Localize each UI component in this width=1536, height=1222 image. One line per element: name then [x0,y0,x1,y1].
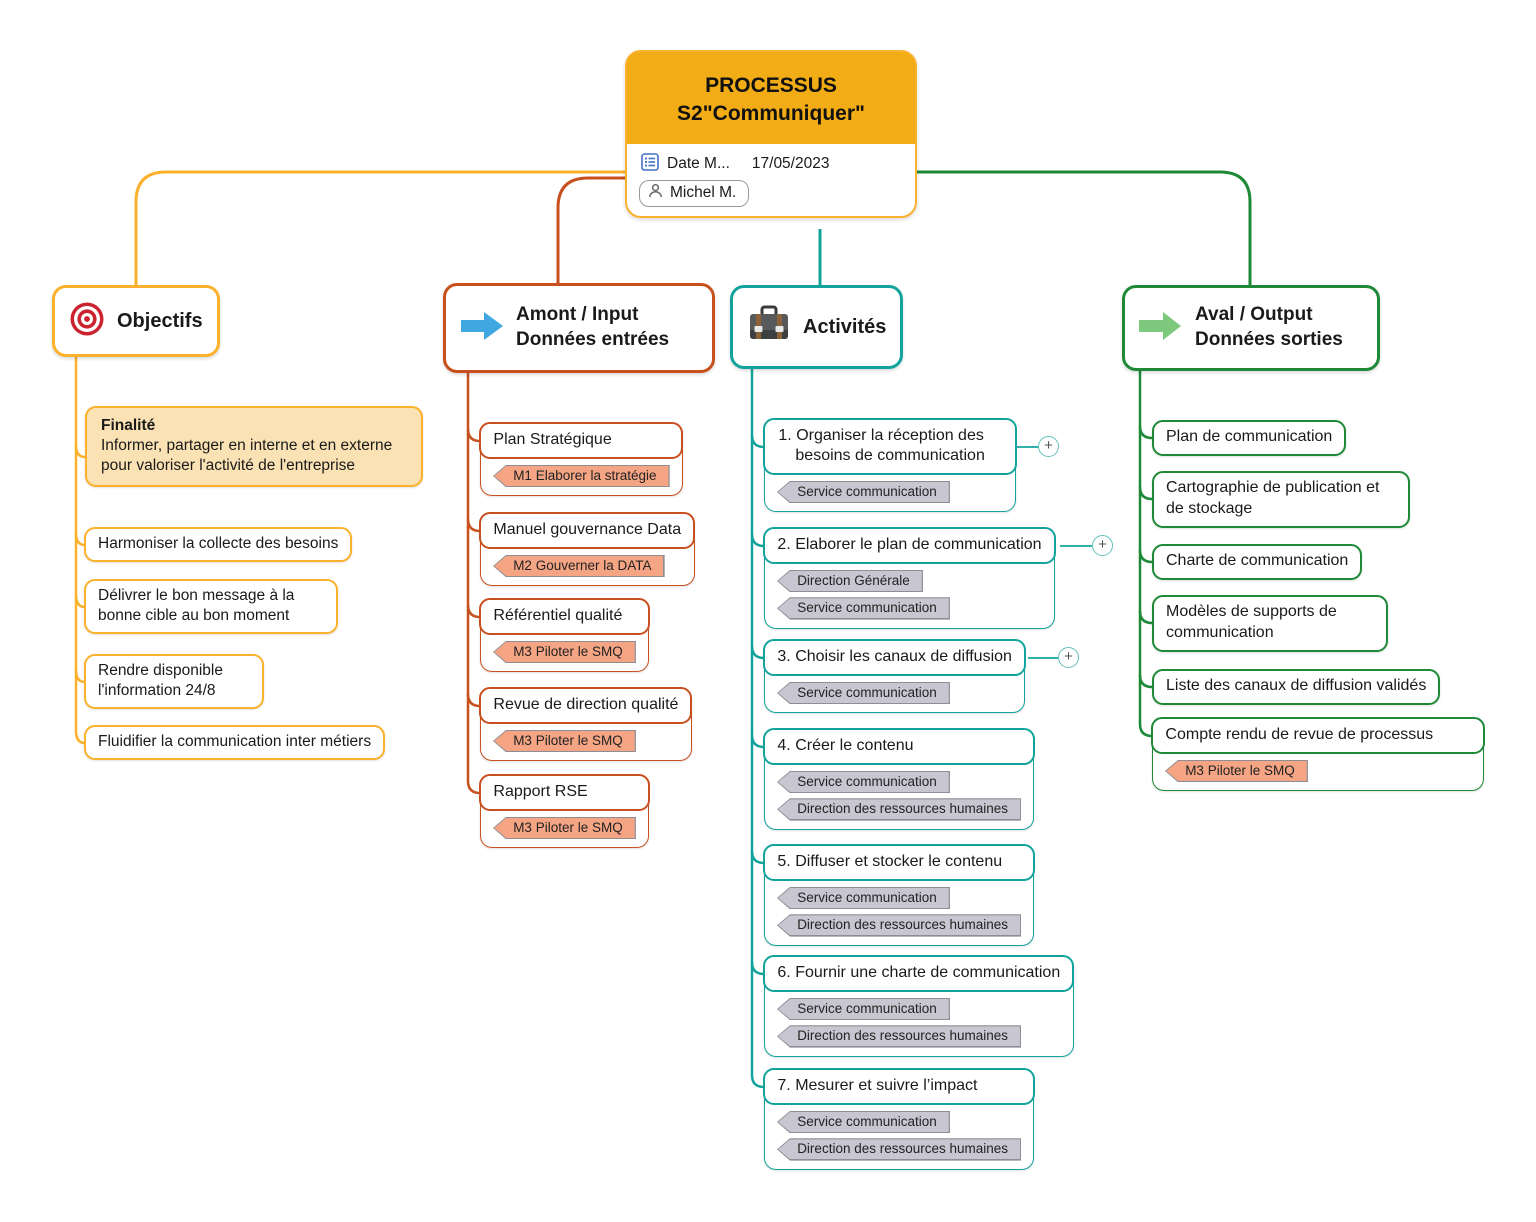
topic-input-3[interactable]: Référentiel qualité M3 Piloter le SMQ [479,598,650,673]
resource-tag[interactable]: Service communication [777,1110,950,1134]
date-label: Date M... [667,155,730,173]
branch-objectifs-label: Objectifs [117,309,203,332]
arrow-right-green-icon [1135,310,1183,347]
resource-tag[interactable]: Service communication [777,681,950,705]
finalite-title: Finalité [101,417,156,434]
topic-activity-3[interactable]: 3. Choisir les canaux de diffusion Servi… [763,639,1026,714]
branch-objectifs[interactable]: Objectifs [52,285,220,357]
resource-tag[interactable]: Service communication [777,597,950,620]
resource-tag[interactable]: Direction Générale [777,569,923,593]
resource-tag[interactable]: Direction des ressources humaines [777,1138,1022,1161]
topic-activity-6[interactable]: 6. Fournir une charte de communication S… [763,955,1075,1057]
owner-name: Michel M. [670,183,737,201]
topic-output-2[interactable]: Cartographie de publication et de stocka… [1152,471,1410,528]
resource-tag[interactable]: Direction des ressources humaines [777,798,1022,821]
briefcase-icon [747,305,791,350]
branch-activites[interactable]: Activités [730,285,904,369]
topic-input-5[interactable]: Rapport RSE M3 Piloter le SMQ [479,774,650,849]
person-icon [648,183,663,203]
topic-output-3[interactable]: Charte de communication [1152,544,1363,580]
list-icon [641,152,659,176]
root-topic[interactable]: PROCESSUS S2"Communiquer" Date M... 17/0… [625,50,917,218]
resource-tag[interactable]: Service communication [777,480,950,504]
topic-input-1[interactable]: Plan Stratégique M1 Elaborer la stratégi… [479,422,684,497]
topic-objectif-3[interactable]: Rendre disponible l'information 24/8 [84,654,264,710]
topic-objectif-1[interactable]: Harmoniser la collecte des besoins [84,527,353,563]
topic-output-1[interactable]: Plan de communication [1152,420,1347,456]
root-title-line2: S2"Communiquer" [677,102,865,126]
resource-tag[interactable]: M3 Piloter le SMQ [493,640,636,664]
resource-tag[interactable]: M1 Elaborer la stratégie [493,464,670,488]
topic-finalite[interactable]: Finalité Informer, partager en interne e… [85,406,423,488]
plus-icon[interactable]: + [1038,436,1059,457]
owner-badge[interactable]: Michel M. [639,179,750,207]
date-row: Date M... 17/05/2023 [639,151,903,180]
resource-tag[interactable]: Direction des ressources humaines [777,914,1022,937]
resource-tag[interactable]: Service communication [777,770,950,794]
root-metadata: Date M... 17/05/2023 Michel M. [627,144,915,216]
date-value: 17/05/2023 [751,155,830,173]
topic-output-4[interactable]: Modèles de supports de communication [1152,595,1388,652]
resource-tag[interactable]: M3 Piloter le SMQ [493,816,636,840]
topic-activity-4[interactable]: 4. Créer le contenu Service communicatio… [763,728,1035,830]
arrow-right-blue-icon [460,311,504,346]
branch-amont[interactable]: Amont / Input Données entrées [443,283,715,373]
topic-activity-7[interactable]: 7. Mesurer et suivre l’impact Service co… [763,1068,1035,1170]
resource-tag[interactable]: M3 Piloter le SMQ [493,729,636,753]
topic-objectif-2[interactable]: Délivrer le bon message à la bonne cible… [84,579,338,635]
root-title: PROCESSUS S2"Communiquer" [627,52,915,144]
target-icon [69,301,105,342]
topic-activity-2[interactable]: 2. Elaborer le plan de communication Dir… [763,527,1056,629]
root-title-line1: PROCESSUS [705,74,837,97]
resource-tag[interactable]: M2 Gouverner la DATA [493,554,665,578]
finalite-text: Informer, partager en interne et en exte… [101,437,393,475]
plus-icon[interactable]: + [1092,535,1113,556]
branch-aval-label: Aval / Output Données sorties [1195,304,1343,350]
topic-input-2[interactable]: Manuel gouvernance Data M2 Gouverner la … [479,512,696,587]
resource-tag[interactable]: Direction des ressources humaines [777,1025,1022,1048]
resource-tag[interactable]: M3 Piloter le SMQ [1165,759,1308,783]
topic-activity-5[interactable]: 5. Diffuser et stocker le contenu Servic… [763,844,1035,946]
topic-objectif-4[interactable]: Fluidifier la communication inter métier… [84,725,386,761]
branch-aval[interactable]: Aval / Output Données sorties [1122,285,1380,371]
topic-activity-1[interactable]: 1. Organiser la réception des besoins de… [763,418,1017,513]
topic-output-6[interactable]: Compte rendu de revue de processus M3 Pi… [1151,717,1485,792]
topic-output-5[interactable]: Liste des canaux de diffusion validés [1152,669,1441,705]
topic-input-4[interactable]: Revue de direction qualité M3 Piloter le… [479,687,693,762]
branch-activites-label: Activités [803,315,887,338]
plus-icon[interactable]: + [1058,647,1079,668]
resource-tag[interactable]: Service communication [777,997,950,1021]
resource-tag[interactable]: Service communication [777,886,950,910]
branch-amont-label: Amont / Input Données entrées [516,304,670,350]
